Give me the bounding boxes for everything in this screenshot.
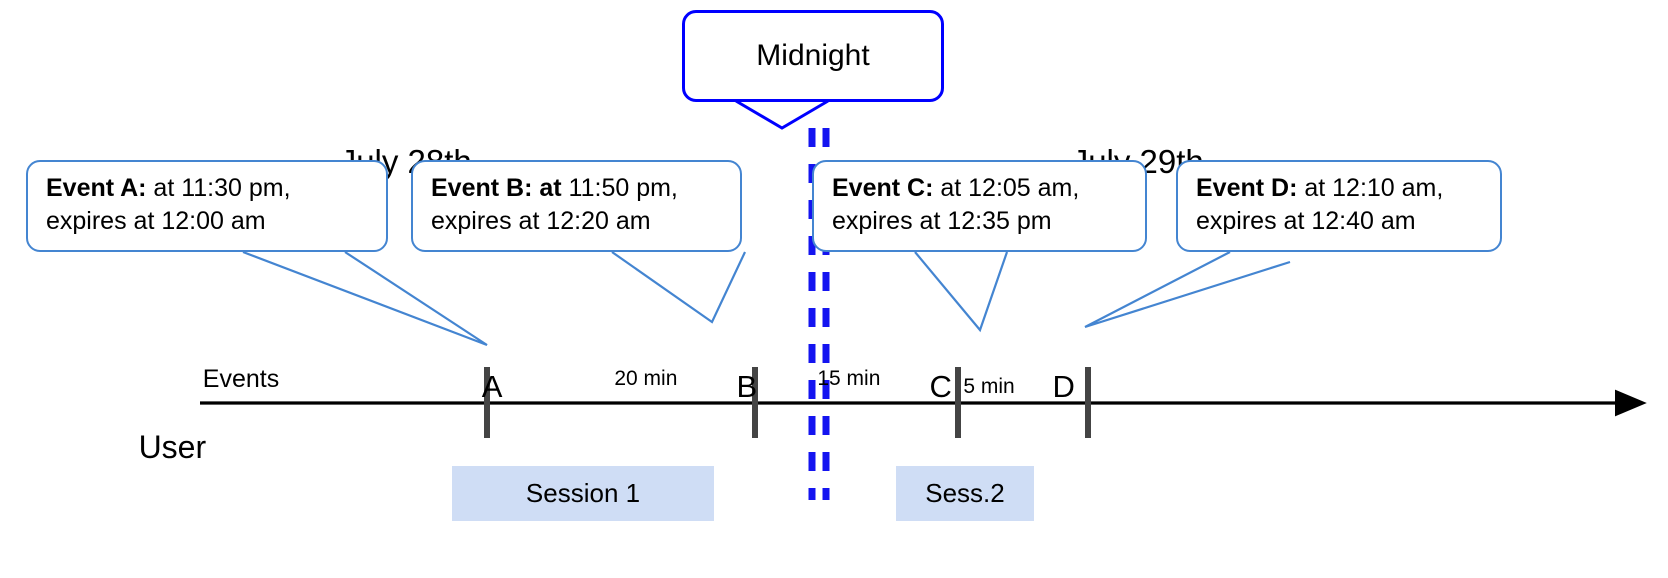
- session-box-1-label: Session 1: [525, 478, 641, 508]
- event-callout-b-bold: Event B: at: [431, 174, 562, 202]
- event-c-callout-tail: [914, 251, 1009, 333]
- event-callout-a-bold: Event A:: [46, 174, 147, 202]
- user-row-label-text: User: [138, 428, 207, 465]
- event-callout-a-line2: expires at 12:00 am: [46, 207, 266, 236]
- session-box-1: Session 1: [452, 466, 714, 521]
- event-callout-b-rest: 11:50 pm,: [561, 174, 678, 202]
- marker-label-c: C: [895, 327, 952, 446]
- midnight-callout: Midnight: [682, 10, 944, 102]
- events-row-label-text: Events: [202, 365, 280, 393]
- marker-label-d-text: D: [1052, 368, 1075, 404]
- event-d-callout-tail: [1084, 251, 1291, 329]
- event-callout-a-rest: at 11:30 pm,: [146, 174, 291, 202]
- event-callout-b: Event B: at 11:50 pm, expires at 12:20 a…: [411, 160, 742, 252]
- marker-label-b: B: [702, 327, 757, 446]
- event-callout-b-line2: expires at 12:20 am: [431, 207, 651, 236]
- marker-label-a: A: [449, 327, 503, 446]
- event-callout-c-bold: Event C:: [832, 174, 934, 202]
- event-callout-c: Event C: at 12:05 am, expires at 12:35 p…: [812, 160, 1147, 252]
- marker-label-c-text: C: [929, 368, 952, 404]
- session-box-2: Sess.2: [896, 466, 1034, 521]
- event-callout-c-line2: expires at 12:35 pm: [832, 207, 1052, 236]
- marker-label-a-text: A: [481, 368, 503, 404]
- session-box-2-label: Sess.2: [925, 478, 1005, 508]
- midnight-callout-label: Midnight: [756, 39, 870, 72]
- event-callout-a: Event A: at 11:30 pm, expires at 12:00 a…: [26, 160, 388, 252]
- gap-label-15-min: 15 min: [794, 339, 880, 420]
- gap-label-5-min-text: 5 min: [963, 374, 1015, 398]
- event-callout-d: Event D: at 12:10 am, expires at 12:40 a…: [1176, 160, 1502, 252]
- marker-label-b-text: B: [736, 368, 758, 404]
- event-callout-c-rest: at 12:05 am,: [933, 174, 1080, 202]
- marker-label-d: D: [1018, 327, 1075, 446]
- user-row-label: User: [103, 386, 207, 509]
- event-callout-d-bold: Event D:: [1196, 174, 1298, 202]
- event-callout-d-rest: at 12:10 am,: [1297, 174, 1444, 202]
- gap-label-20-min: 20 min: [591, 339, 677, 420]
- gap-label-15-min-text: 15 min: [817, 366, 881, 390]
- gap-label-5-min: 5 min: [940, 347, 1015, 428]
- event-callout-d-line2: expires at 12:40 am: [1196, 207, 1416, 236]
- events-row-label: Events: [175, 331, 279, 427]
- gap-label-20-min-text: 20 min: [614, 366, 678, 390]
- midnight-callout-tail: [735, 99, 829, 130]
- event-b-callout-tail: [611, 251, 746, 324]
